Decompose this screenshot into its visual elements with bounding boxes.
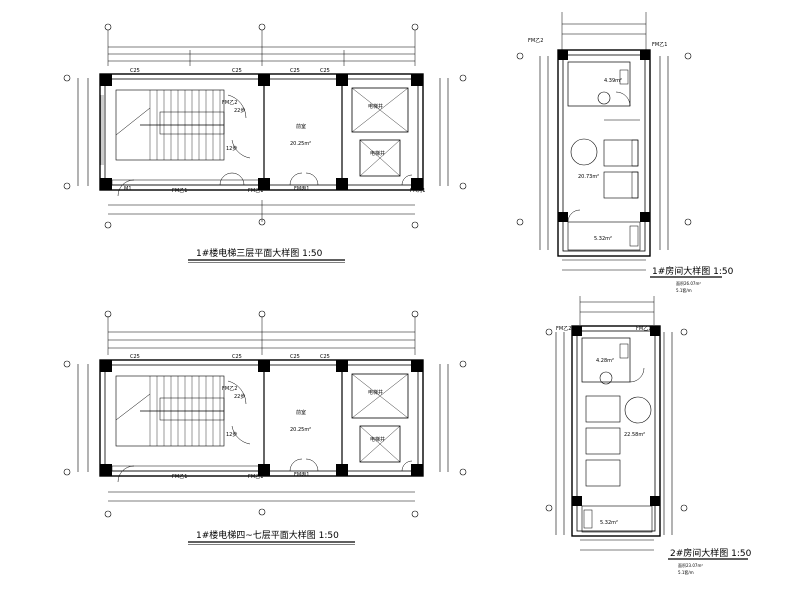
room1-sub1: 面积26.07m² [676, 280, 701, 286]
plan-fourth-seventh-floor: C25 C25 C25 C25 FM乙2 22步 12步 FM乙1 FM乙1 F… [63, 310, 467, 545]
plan47-label-c1: C25 [130, 354, 140, 360]
room2-sub1: 面积23.07m² [678, 562, 703, 568]
plan47-label-mid: 前室 [296, 409, 306, 416]
plan47-label-c3: C25 [290, 354, 300, 360]
plan47-label-up: 22步 [234, 394, 245, 400]
room2-label-door-top: FM乙1 [636, 325, 651, 332]
plan47-label-shaft1: 电梯井 [368, 389, 383, 396]
plan47-label-area: 20.25m² [290, 427, 311, 433]
plan3-label-c3: C25 [290, 68, 300, 74]
plan47-label-dn: 12步 [226, 432, 237, 438]
plan3-label-shaft2: 电梯井 [370, 150, 385, 157]
plan3-title: 1#楼电梯三层平面大样图 1:50 [196, 247, 323, 259]
plan3-label-c4: C25 [320, 68, 330, 74]
plan3-label-fm-b1: FM乙1 [172, 187, 187, 194]
room2-title: 2#房间大样图 1:50 [670, 547, 752, 559]
plan3-label-m1: M1 [124, 186, 132, 192]
plan47-label-fm-b2: FM乙1 [248, 473, 263, 480]
room2-label-area-mid: 22.58m² [624, 432, 645, 438]
room1-label-area-bot: 5.32m² [594, 236, 612, 242]
room2-plan: FM乙2 FM乙1 4.28m² 22.58m² 5.32m² 2#房间大样图 … [545, 296, 752, 575]
room1-label-fm: FM乙2 [528, 37, 543, 44]
room2-sub2: 5.1套/m [678, 569, 694, 575]
plan3-label-fm-b3: FM丙1 [294, 186, 309, 192]
plan47-label-c4: C25 [320, 354, 330, 360]
room2-label-area-top: 4.28m² [596, 358, 614, 364]
plan3-label-c1: C25 [130, 68, 140, 74]
room2-label-area-bot: 5.32m² [600, 520, 618, 526]
plan47-title: 1#楼电梯四~七层平面大样图 1:50 [196, 529, 339, 541]
plan3-label-shaft1: 电梯井 [368, 103, 383, 110]
plan-third-floor: C25 C25 C25 C25 FM乙2 22步 12步 M1 FM乙1 FM乙… [63, 23, 467, 263]
room1-label-area-top: 4.39m² [604, 78, 622, 84]
plan47-label-fm-b3: FM丙1 [294, 472, 309, 478]
plan47-label-c2: C25 [232, 354, 242, 360]
plan47-label-fm-top: FM乙2 [222, 385, 237, 392]
plan3-label-fm-top: FM乙2 [222, 99, 237, 106]
plan3-label-fm-b2: FM乙1 [248, 187, 263, 194]
room1-label-door-top: FM乙1 [652, 41, 667, 48]
plan47-label-shaft2: 电梯井 [370, 436, 385, 443]
plan3-label-area: 20.25m² [290, 141, 311, 147]
plan3-label-mid: 前室 [296, 123, 306, 130]
room2-label-fm: FM乙2 [556, 325, 571, 332]
plan3-label-fm-b4: FM丙1 [410, 188, 425, 194]
plan47-label-fm-b1: FM乙1 [172, 473, 187, 480]
room1-plan: FM乙2 FM乙1 4.39m² 20.73m² 5.32m² 1#房间大样图 … [516, 12, 734, 293]
room1-title: 1#房间大样图 1:50 [652, 265, 734, 277]
room1-sub2: 5.1套/m [676, 287, 692, 293]
plan3-label-dn: 12步 [226, 146, 237, 152]
room1-label-area-mid: 20.73m² [578, 174, 599, 180]
plan3-label-up: 22步 [234, 108, 245, 114]
plan3-label-c2: C25 [232, 68, 242, 74]
